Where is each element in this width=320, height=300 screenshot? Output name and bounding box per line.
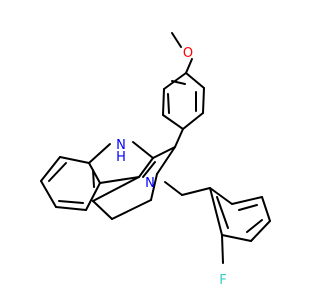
bond-11: [174, 128, 184, 148]
bond-23: [99, 176, 140, 184]
bond-27: [55, 206, 87, 211]
bond-17: [92, 176, 140, 202]
atom-f-benzyl: F: [219, 273, 226, 288]
bond-18: [138, 157, 154, 178]
bond-layer: [40, 32, 271, 264]
bond-43: [221, 248, 224, 264]
bond-24: [59, 156, 90, 164]
bond-29: [48, 162, 67, 182]
bond-25: [40, 156, 61, 182]
bond-39: [209, 187, 223, 236]
bond-19: [142, 161, 156, 178]
atom-label-layer: O N H N F: [116, 46, 227, 288]
bond-20: [132, 141, 144, 151]
bond-37: [250, 220, 271, 242]
bond-15: [111, 199, 152, 220]
bond-21: [88, 152, 101, 164]
bond-1: [185, 65, 190, 74]
bond-36: [261, 196, 271, 222]
bond-32: [164, 181, 175, 190]
bond-30: [58, 200, 84, 204]
structure-diagram: O N H N F: [40, 32, 271, 288]
bond-43: [221, 234, 224, 250]
bond-6: [162, 88, 165, 116]
bond-14: [153, 173, 158, 188]
bond-35: [231, 196, 263, 205]
bond-16: [92, 200, 113, 220]
atom-n-indole: N: [116, 138, 126, 153]
bond-0: [171, 32, 182, 48]
bond-38: [221, 234, 252, 242]
atom-n-ring: N: [145, 176, 155, 191]
bond-12: [165, 146, 176, 162]
bond-5: [162, 114, 184, 130]
bond-31: [92, 169, 95, 188]
bond-22: [88, 162, 101, 184]
bond-20: [142, 149, 154, 159]
bond-2: [185, 72, 205, 89]
bond-41: [246, 219, 263, 233]
bond-1: [188, 58, 193, 67]
bond-28: [85, 182, 101, 211]
bond-9: [167, 93, 170, 114]
bond-33: [181, 187, 211, 196]
bond-13: [152, 146, 176, 159]
bond-26: [40, 180, 57, 208]
bond-14: [150, 186, 155, 201]
bond-34: [209, 187, 233, 205]
bond-40: [238, 204, 258, 211]
bond-3: [202, 87, 205, 114]
bond-10: [171, 80, 186, 85]
bond-42: [216, 196, 229, 229]
bond-4: [182, 112, 204, 130]
atom-h-indole: H: [116, 150, 126, 165]
bond-12: [156, 159, 167, 175]
bond-21: [98, 143, 111, 155]
molecule-canvas: O N H N F: [40, 32, 271, 288]
atom-o-methoxy: O: [183, 46, 193, 61]
bond-32: [172, 187, 183, 196]
